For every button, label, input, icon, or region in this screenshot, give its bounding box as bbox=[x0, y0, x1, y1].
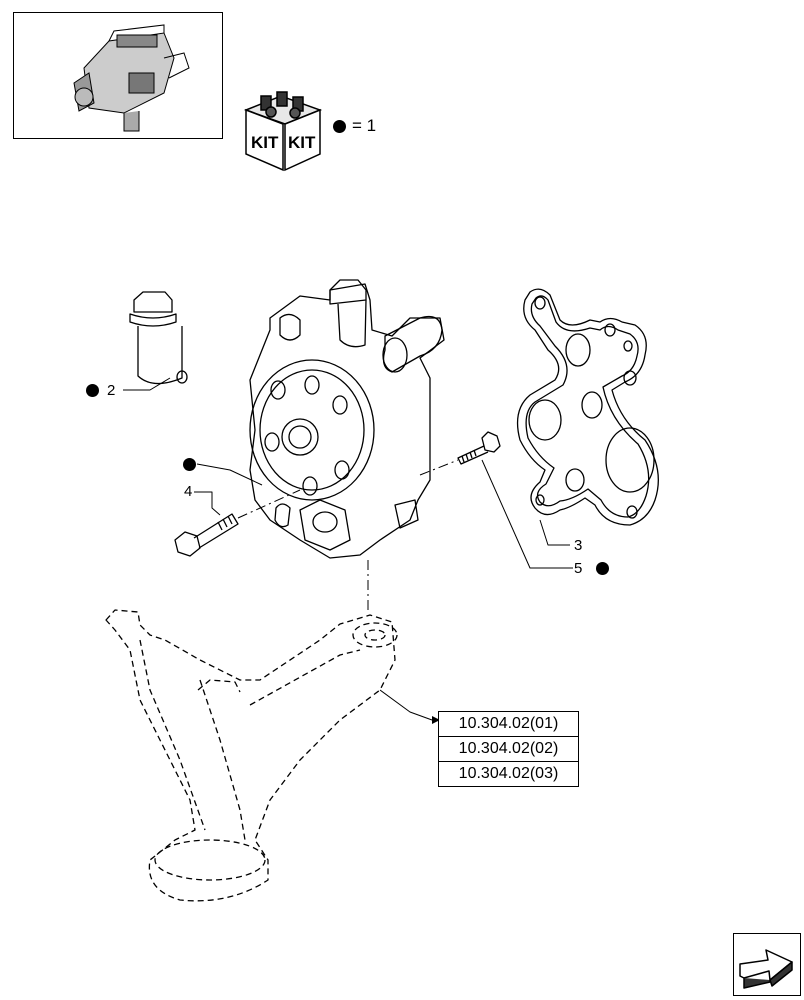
callout-5: 5 bbox=[574, 560, 583, 577]
callout-2: 2 bbox=[107, 382, 116, 399]
kit-legend-text: = 1 bbox=[352, 116, 377, 135]
callout-pump-bullet-icon bbox=[183, 458, 196, 476]
part-3-gasket bbox=[516, 288, 659, 526]
kit-legend: = 1 bbox=[333, 116, 376, 136]
reference-box: 10.304.02(01) 10.304.02(02) 10.304.02(03… bbox=[438, 711, 579, 787]
callout-4: 4 bbox=[184, 483, 193, 500]
callout-5-bullet-icon bbox=[596, 562, 609, 580]
reference-link-1[interactable]: 10.304.02(01) bbox=[439, 712, 578, 737]
part-5-bolt bbox=[457, 431, 501, 465]
next-page-arrow-icon bbox=[739, 949, 793, 989]
kit-bullet-icon bbox=[333, 119, 346, 133]
part-4-bolt bbox=[174, 513, 239, 557]
kit-label-left: KIT bbox=[251, 133, 279, 152]
engine-thumbnail-icon bbox=[73, 24, 190, 132]
oil-pickup-dashed bbox=[105, 609, 398, 902]
reference-link-3[interactable]: 10.304.02(03) bbox=[458, 765, 559, 782]
part-pump-body bbox=[249, 279, 445, 559]
callout-3: 3 bbox=[574, 537, 583, 554]
kit-label-right: KIT bbox=[288, 133, 316, 152]
callout-2-bullet-icon bbox=[86, 384, 99, 402]
reference-link-2[interactable]: 10.304.02(02) bbox=[439, 737, 578, 762]
alignment-lines bbox=[237, 459, 459, 612]
engine-thumbnail bbox=[13, 12, 223, 139]
part-2-sleeve bbox=[129, 291, 188, 385]
leader-lines bbox=[123, 377, 573, 721]
next-page-button[interactable] bbox=[733, 933, 801, 996]
kit-box: KIT KIT bbox=[243, 88, 323, 178]
kit-box-icon: KIT KIT bbox=[243, 91, 323, 172]
